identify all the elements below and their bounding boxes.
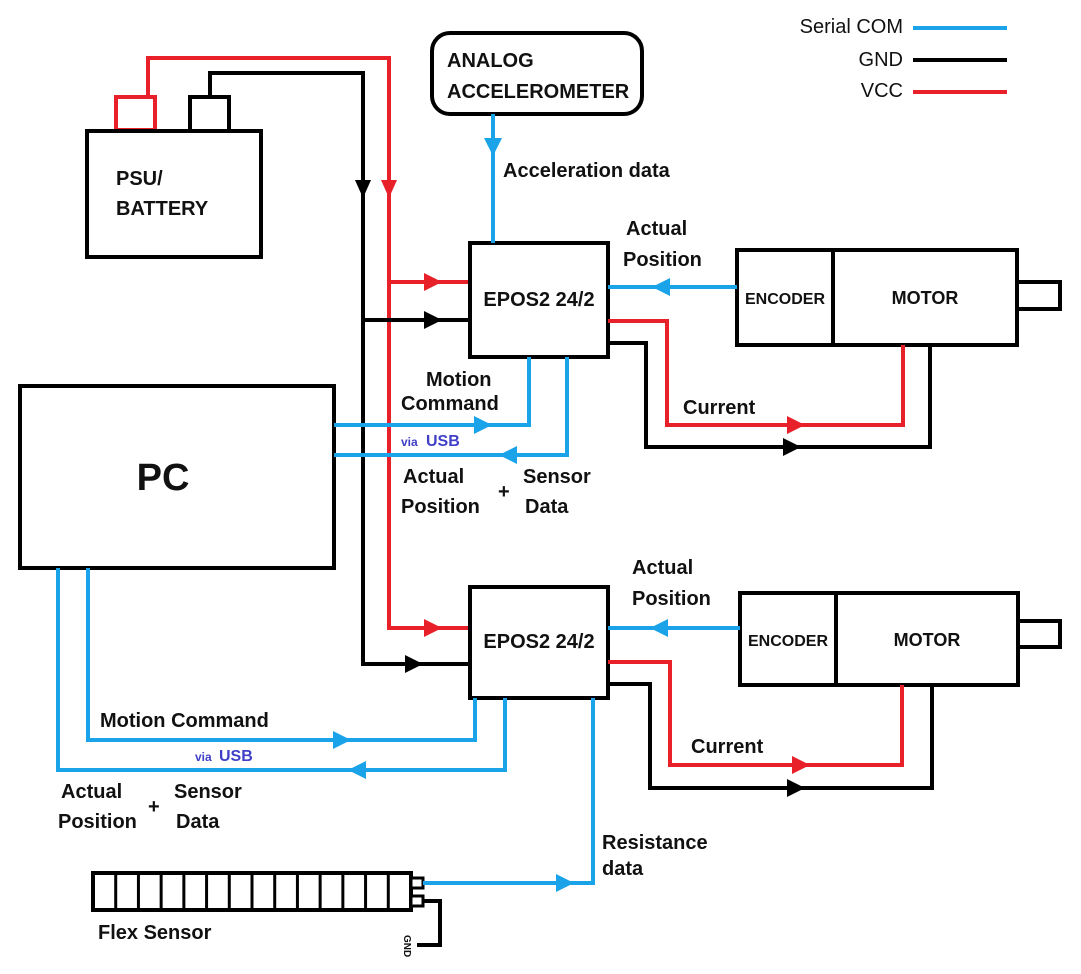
acceleration-data-arrow-icon <box>484 138 502 156</box>
pos-sensor-top-actual1: Actual <box>403 466 464 488</box>
motion-command-top-label1: Motion <box>426 369 492 391</box>
epos-top-body <box>468 241 610 359</box>
motor-top-label: MOTOR <box>892 288 959 308</box>
sensor-data-bottom-wire <box>56 568 507 772</box>
motion-command-top-wire <box>334 357 531 427</box>
psu-body <box>85 129 263 259</box>
resistance-data-label2: data <box>602 858 644 880</box>
via-usb-top-usb: USB <box>426 433 460 450</box>
accelerometer-body <box>430 31 644 116</box>
via-usb-bottom-via: via <box>195 750 212 764</box>
legend: Serial COM GND VCC <box>800 16 1007 102</box>
flex-sensor-pin-top <box>409 876 425 890</box>
epos-bottom-body <box>468 585 610 700</box>
legend-gnd-label: GND <box>859 49 903 71</box>
pos-sensor-bottom-sensor1: Sensor <box>174 781 242 803</box>
epos-top-block: EPOS2 24/2 <box>468 241 610 359</box>
psu-label-line1: PSU/ <box>116 168 163 190</box>
motor-bottom-assembly: ENCODER MOTOR <box>738 591 1062 687</box>
motion-command-top-label2: Command <box>401 393 499 415</box>
vcc-down-arrow-icon <box>381 180 397 198</box>
flex-gnd-wire <box>417 899 442 947</box>
gnd-top-arrow-icon <box>424 311 442 329</box>
pos-sensor-bottom-actual1: Actual <box>61 781 122 803</box>
sensor-data-top-arrow-icon <box>499 446 517 464</box>
resistance-data-label1: Resistance <box>602 832 708 854</box>
current-top-vcc-wire <box>608 319 905 427</box>
pos-sensor-bottom-actual2: Position <box>58 811 137 833</box>
current-top-label: Current <box>683 397 756 419</box>
current-bottom-vcc-wire <box>608 660 904 767</box>
motor-bottom-label: MOTOR <box>894 630 961 650</box>
accelerometer-label-line2: ACCELEROMETER <box>447 81 630 103</box>
pc-label: PC <box>137 457 190 499</box>
vcc-main-bus <box>146 56 440 630</box>
actual-position-top-label1: Actual <box>626 218 687 240</box>
flex-sensor-segments <box>114 873 390 910</box>
resistance-data-wire <box>423 698 595 885</box>
legend-serial-label: Serial COM <box>800 16 903 38</box>
vcc-top-arrow-icon <box>424 273 442 291</box>
accelerometer-label-line1: ANALOG <box>447 50 534 72</box>
gnd-bottom-arrow-icon <box>405 655 423 673</box>
legend-vcc-label: VCC <box>861 80 903 102</box>
pc-body <box>18 384 336 570</box>
actual-position-top-arrow-icon <box>652 278 670 296</box>
encoder-bottom-label: ENCODER <box>748 633 828 650</box>
actual-position-bottom-label1: Actual <box>632 557 693 579</box>
pos-sensor-top-actual2: Position <box>401 496 480 518</box>
epos-bottom-label: EPOS2 24/2 <box>483 631 594 653</box>
psu-label-line2: BATTERY <box>116 198 209 220</box>
flex-sensor-block: Flex Sensor <box>91 871 425 944</box>
epos-bottom-block: EPOS2 24/2 <box>468 585 610 700</box>
flex-gnd-label: GND <box>401 935 412 957</box>
motor-top-body <box>831 248 1019 347</box>
sensor-data-top-wire <box>334 357 569 457</box>
current-top-gnd-wire <box>608 341 932 449</box>
power-wiring <box>146 56 470 666</box>
motion-command-bottom-label: Motion Command <box>100 710 269 732</box>
motor-bottom-body <box>834 591 1020 687</box>
motion-command-bottom-arrow-icon <box>333 731 351 749</box>
psu-battery-block: PSU/ BATTERY <box>85 95 263 259</box>
epos-top-label: EPOS2 24/2 <box>483 289 594 311</box>
actual-position-bottom-arrow-icon <box>650 619 668 637</box>
sensor-data-bottom-arrow-icon <box>348 761 366 779</box>
via-usb-bottom-usb: USB <box>219 748 253 765</box>
power-arrows <box>355 180 442 673</box>
psu-positive-terminal <box>114 95 157 132</box>
flex-sensor-label: Flex Sensor <box>98 922 212 944</box>
accelerometer-block: ANALOG ACCELEROMETER <box>430 31 644 116</box>
vcc-bottom-arrow-icon <box>424 619 442 637</box>
gnd-down-arrow-icon <box>355 180 371 198</box>
current-bottom-gnd-arrow-icon <box>787 779 805 797</box>
via-usb-top-via: via <box>401 435 418 449</box>
encoder-top-label: ENCODER <box>745 291 825 308</box>
pos-sensor-top-sensor1: Sensor <box>523 466 591 488</box>
actual-position-top-label2: Position <box>623 249 702 271</box>
encoder-bottom-body <box>738 591 838 687</box>
acceleration-data-label: Acceleration data <box>503 160 671 182</box>
motor-bottom-shaft <box>1016 619 1062 649</box>
current-bottom-gnd-wire <box>608 682 934 790</box>
current-bottom-label: Current <box>691 736 764 758</box>
pc-block: PC <box>18 384 336 570</box>
motion-command-bottom-wire <box>86 568 477 742</box>
motion-command-top-arrow-icon <box>474 416 492 434</box>
pos-sensor-top-plus: + <box>498 481 510 503</box>
current-top-gnd-arrow-icon <box>783 438 801 456</box>
motor-top-assembly: ENCODER MOTOR <box>735 248 1062 347</box>
pos-sensor-bottom-sensor2: Data <box>176 811 220 833</box>
psu-negative-terminal <box>188 95 231 134</box>
current-bottom-vcc-arrow-icon <box>792 756 810 774</box>
pos-sensor-bottom-plus: + <box>148 796 160 818</box>
flex-sensor-pin-bottom <box>409 894 425 908</box>
gnd-main-bus <box>208 71 470 666</box>
resistance-data-arrow-icon <box>556 874 574 892</box>
motor-top-shaft <box>1015 280 1062 311</box>
pos-sensor-top-sensor2: Data <box>525 496 569 518</box>
actual-position-bottom-label2: Position <box>632 588 711 610</box>
current-top-vcc-arrow-icon <box>787 416 805 434</box>
